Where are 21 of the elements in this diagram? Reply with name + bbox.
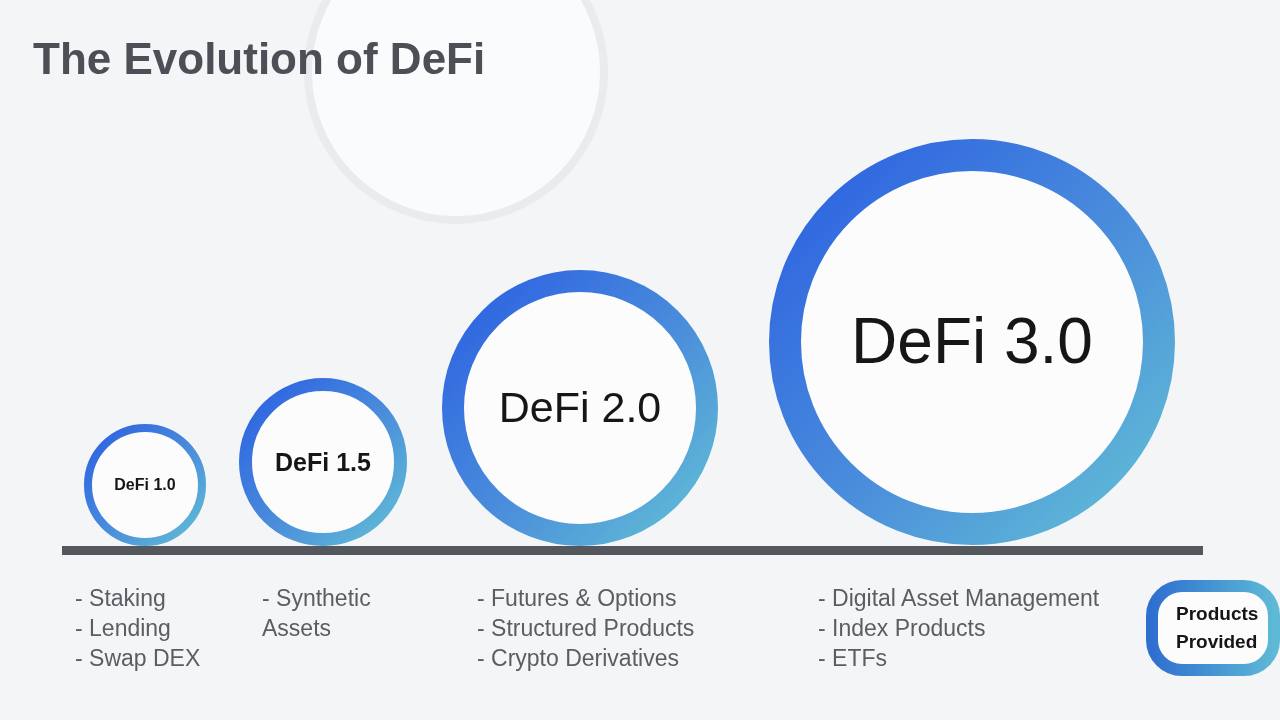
stage-label: DeFi 1.5: [275, 447, 371, 477]
feature-item: - Synthetic Assets: [262, 584, 372, 643]
stage-label: DeFi 3.0: [851, 305, 1093, 379]
section-box: [1146, 580, 1280, 676]
feature-item: - Crypto Derivatives: [477, 644, 679, 673]
stage-label: DeFi 1.0: [114, 475, 176, 495]
feature-item: - Lending: [75, 614, 171, 643]
stage-circle: [442, 270, 718, 546]
section-label: Products Provided: [1176, 602, 1260, 654]
stage-circle: [239, 378, 407, 546]
feature-item: - ETFs: [818, 644, 887, 673]
diagram-title: The Evolution of DeFi: [33, 35, 486, 84]
stage-circle: [84, 424, 206, 546]
feature-item: - Futures & Options: [477, 584, 677, 613]
feature-item: - Index Products: [818, 614, 986, 643]
feature-item: - Structured Products: [477, 614, 695, 643]
stage-label: DeFi 2.0: [498, 383, 662, 433]
feature-item: - Digital Asset Management: [818, 584, 1100, 613]
stage-circle: [769, 139, 1175, 545]
feature-item: - Swap DEX: [75, 644, 201, 673]
feature-item: - Staking: [75, 584, 166, 613]
